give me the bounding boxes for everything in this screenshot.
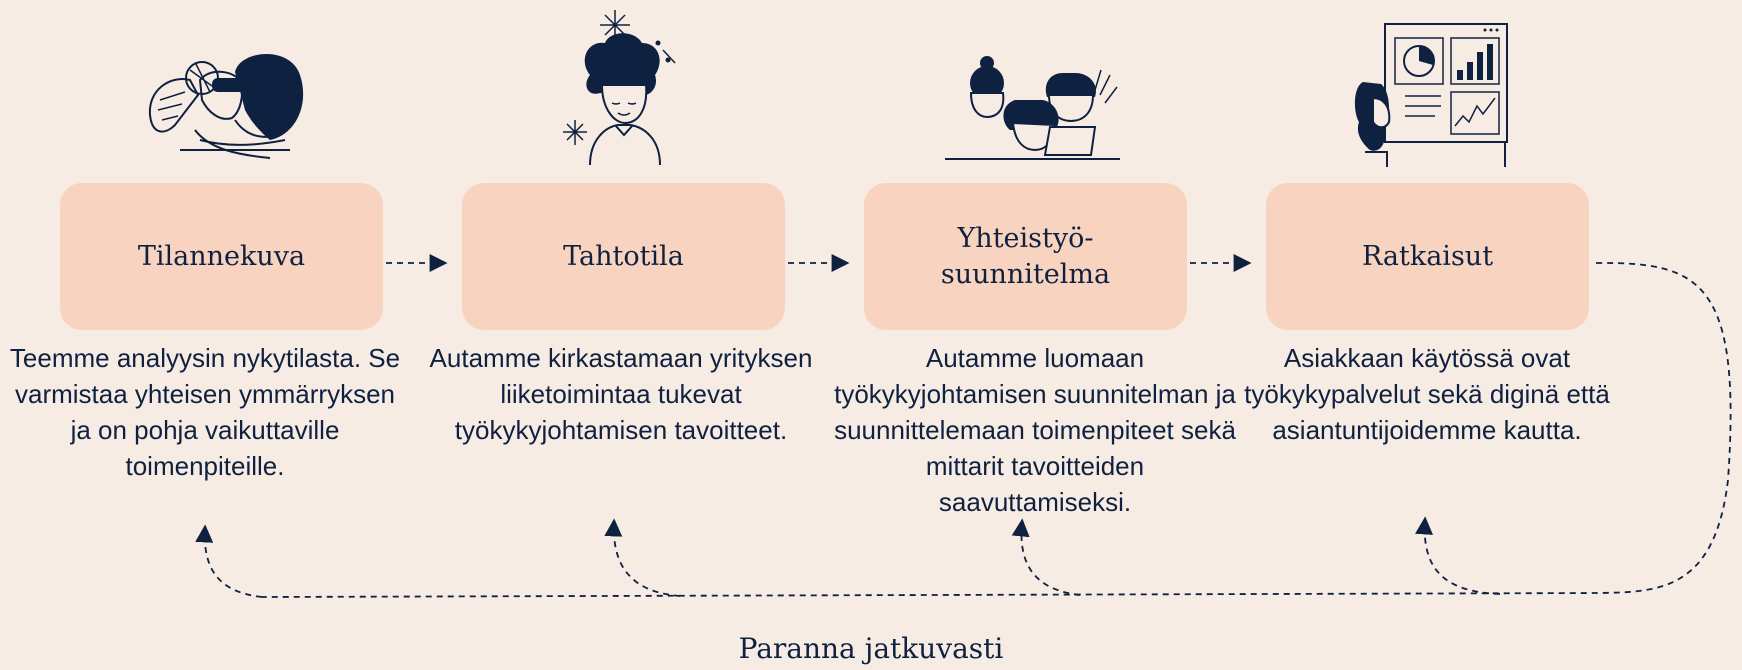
- step-box-ratkaisut: Ratkaisut: [1266, 183, 1589, 330]
- step-title: Yhteistyö- suunnitelma: [940, 222, 1111, 290]
- step-title: Tahtotila: [563, 240, 684, 272]
- loop-arrow-to-step1: [195, 524, 263, 598]
- step-description: Asiakkaan käytössä ovat työkykypalvelut …: [1244, 343, 1610, 445]
- person-with-magnifier-icon: [148, 53, 304, 159]
- footer-label: Paranna jatkuvasti: [738, 632, 1004, 665]
- loop-arrow-to-step2: [604, 518, 681, 597]
- loop-arrow-to-step4: [1415, 516, 1501, 595]
- loop-return-path: [261, 262, 1732, 598]
- step-description: Autamme kirkastamaan yrityksen liiketoim…: [429, 343, 813, 445]
- team-at-laptop-icon: [945, 56, 1120, 160]
- step-title: Ratkaisut: [1361, 240, 1494, 272]
- person-with-dashboard-icon: [1354, 23, 1508, 167]
- step-title: Tilannekuva: [137, 240, 306, 272]
- thinking-person-sparkles-icon: [563, 10, 676, 166]
- step-box-tahtotila: Tahtotila: [462, 183, 785, 330]
- step-box-tilannekuva: Tilannekuva: [60, 183, 383, 330]
- step-description: Autamme luomaan työkykyjohtamisen suunni…: [834, 343, 1236, 517]
- step-box-yhteistyosuunnitelma: Yhteistyö- suunnitelma: [864, 183, 1187, 330]
- step-description: Teemme analyysin nykytilasta. Se varmist…: [9, 343, 401, 481]
- loop-arrow-to-step3: [1011, 518, 1081, 596]
